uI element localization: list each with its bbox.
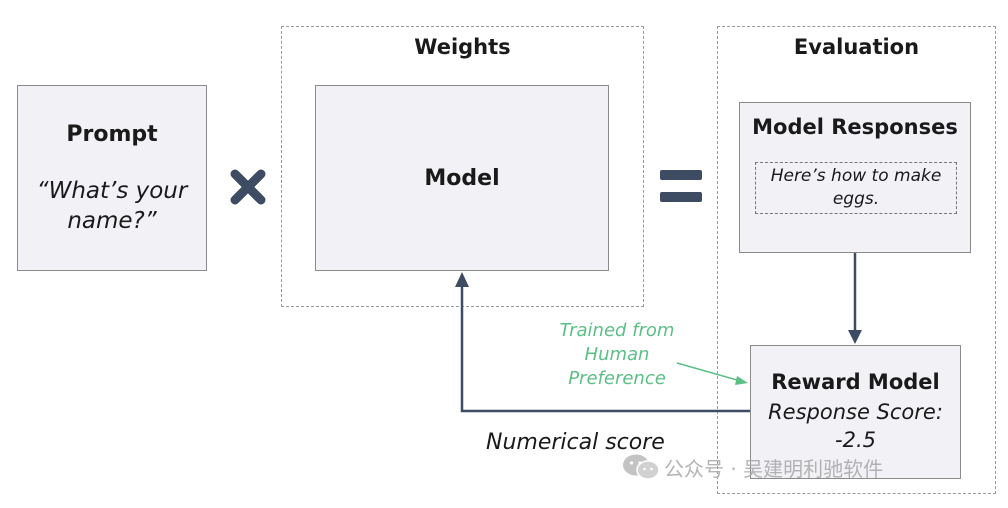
watermark: 公众号 · 吴建明利驰软件	[622, 452, 883, 482]
evaluation-title: Evaluation	[793, 35, 920, 59]
trained-from-line2: Human	[584, 344, 650, 365]
reward-model-box: Reward Model Response Score: -2.5	[750, 345, 961, 479]
response-line1: Here’s how to make	[770, 166, 942, 186]
response-line2: eggs.	[832, 189, 880, 209]
wechat-icon	[623, 454, 660, 480]
watermark-text: 公众号 · 吴建明利驰软件	[664, 456, 884, 481]
reward-model-title: Reward Model	[771, 370, 940, 394]
prompt-quote-line2: name?”	[67, 208, 157, 234]
prompt-box: Prompt “What’s your name?”	[17, 85, 207, 271]
response-score-value: -2.5	[835, 428, 876, 452]
arrow-reward-to-model	[455, 272, 750, 413]
arrow-trained-annotation	[676, 362, 748, 385]
response-text-box: Here’s how to make eggs.	[755, 162, 957, 214]
weights-title: Weights	[414, 35, 511, 59]
numerical-score-label: Numerical score	[486, 430, 665, 455]
model-box: Model	[315, 85, 609, 271]
response-score-label: Response Score:	[768, 400, 943, 424]
model-responses-box: Model Responses Here’s how to make eggs.	[739, 102, 971, 253]
prompt-quote-line1: “What’s your	[36, 178, 188, 204]
equals-icon	[660, 170, 702, 202]
multiply-icon	[230, 169, 266, 205]
arrow-responses-to-reward	[848, 253, 862, 344]
evaluation-group: Evaluation	[717, 26, 996, 494]
trained-from-line1: Trained from	[559, 320, 675, 341]
model-responses-title: Model Responses	[752, 115, 958, 139]
trained-from-line3: Preference	[568, 368, 666, 389]
prompt-title: Prompt	[66, 122, 158, 147]
model-label: Model	[424, 166, 500, 191]
